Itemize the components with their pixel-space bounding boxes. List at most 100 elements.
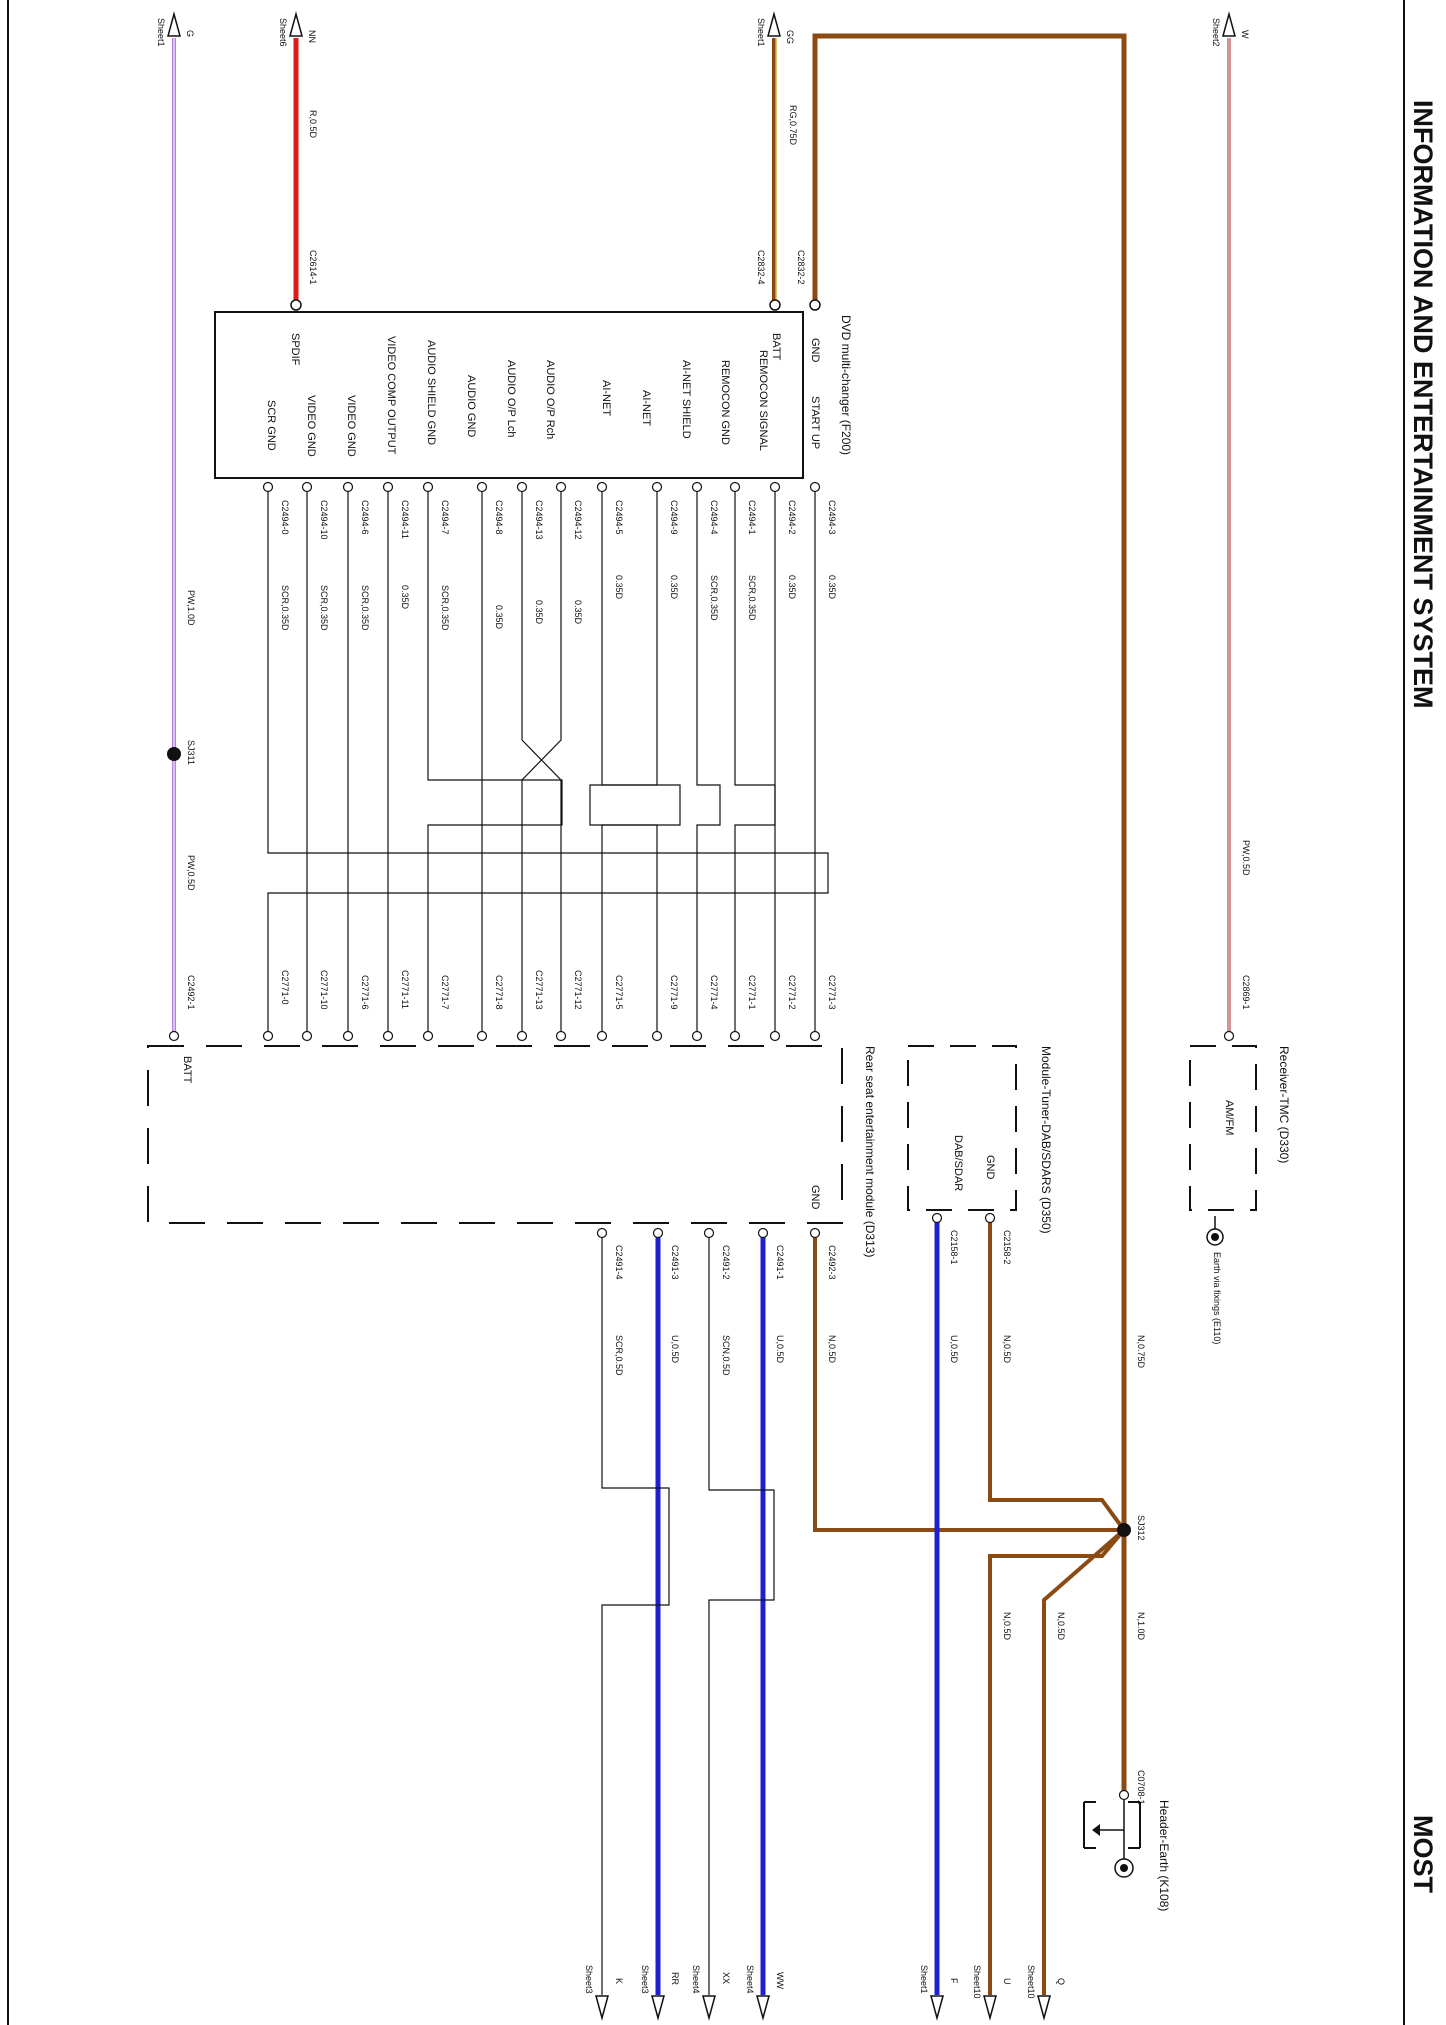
wire-spec-label: N,0.5D [1056,1612,1066,1641]
connector-label: C2771-9 [669,975,679,1010]
connector-label: C2494-4 [709,500,719,535]
connector-label: C2771-2 [787,975,797,1010]
dvd-pin-label: VIDEO COMP OUTPUT [385,336,397,455]
wire-spec-label: SCR,0.35D [709,575,719,621]
header-earth-pin [1118,1789,1130,1801]
arrow-code: K [614,1978,624,1984]
connector-label: C2494-13 [534,500,544,540]
arrow-code: F [949,1978,959,1984]
arrow-sheet: Sheet4 [745,1965,755,1994]
receiver-pin-label: AM/FM [1223,1100,1235,1135]
wire-spec-label: N,0.75D [1136,1335,1146,1369]
wire-spec-label: U,0.5D [775,1335,785,1364]
wire-spec-label: PW,0.5D [186,855,196,891]
connector-label: C2771-4 [709,975,719,1010]
receiver-name: Receiver-TMC (D330) [1277,1046,1291,1163]
arrow-sheet: Sheet4 [691,1965,701,1994]
connector-label: C2832-2 [796,250,806,285]
page-title: INFORMATION AND ENTERTAINMENT SYSTEM [1408,100,1438,708]
connector-label: C2771-5 [614,975,624,1010]
wire-spec-label: U,0.5D [949,1335,959,1364]
arrow-code: G [185,30,195,37]
wire-spec-label: SCR,0.35D [280,585,290,631]
tuner-pins [931,1212,996,1224]
dvd-pin-label: AUDIO O/P Rch [544,360,556,439]
receiver-box [1189,1045,1257,1211]
wire-spec-label: 0.35D [400,585,410,610]
wire-spec-label: RG,0.75D [788,105,798,146]
arrow-code: WW [775,1972,785,1989]
connector-label: C0708-1 [1136,1770,1146,1805]
connector-label: C2771-11 [400,970,410,1009]
splice-sj311 [167,747,181,761]
connector-label: C2491-4 [614,1245,624,1280]
dvd-pin-label: BATT [770,333,782,361]
top-arrow-nn [289,11,303,37]
wire-spec-label: N,0.5D [827,1335,837,1364]
arrow-code: Q [1056,1978,1066,1985]
dvd-top-pins [290,299,821,311]
connector-label: C2158-2 [1002,1230,1012,1265]
splice-label: SJ312 [1136,1515,1146,1541]
dvd-pin-label: AI-NET SHIELD [680,360,692,439]
earth-label: Earth via fixings (E110) [1212,1252,1222,1344]
wire-spec-label: 0.35D [669,575,679,600]
wire-spec-label: 0.35D [494,605,504,630]
splice-label: SJ311 [186,740,196,765]
connector-label: C2494-0 [280,500,290,535]
wire-spec-label: PW,0.5D [1241,840,1251,876]
arrow-code: XX [721,1972,731,1984]
dvd-pin-label: START UP [809,396,821,449]
rse-shield-wires [601,1235,775,1995]
connector-label: C2494-1 [747,500,757,535]
connector-label: C2494-11 [400,500,410,539]
connector-label: C2771-12 [573,970,583,1010]
dvd-pin-label: AI-NET [600,380,612,416]
wire-spec-label: 0.35D [573,600,583,625]
top-arrow-gg [767,11,781,37]
connector-label: C2771-10 [319,970,329,1010]
ground-branches [813,1218,1126,1995]
ground-trunk [812,33,1127,1795]
header-earth-icon [1092,1800,1134,1878]
dvd-signal-wires [267,487,829,1033]
dvd-right-pins [262,481,821,493]
wire-spec-label: 0.35D [534,600,544,625]
rse-name: Rear seat entertainment module (D313) [863,1046,877,1257]
connector-label: C2494-7 [440,500,450,535]
connector-label: C2614-1 [308,250,318,285]
wire-spec-label: 0.35D [787,575,797,600]
connector-label: C2771-6 [360,975,370,1010]
arrow-code: W [1240,30,1250,39]
tuner-box [907,1045,1017,1211]
dvd-pin-label: VIDEO GND [305,395,317,457]
tuner-pin-label: GND [984,1155,996,1180]
arrow-sheet: Sheet10 [972,1965,982,1999]
arrow-code: NN [307,30,317,43]
wire-spec-label: PW,1.0D [186,590,196,626]
connector-label: C2491-1 [775,1245,785,1280]
arrow-code: U [1002,1978,1012,1985]
arrow-code: RR [670,1972,680,1985]
top-arrow-w [1222,11,1236,37]
receiver-pin [1223,1030,1235,1042]
dvd-pin-label: REMOCON SIGNAL [757,350,769,451]
arrow-sheet: Sheet6 [278,18,288,47]
connector-label: C2494-2 [787,500,797,535]
connector-label: C2491-3 [670,1245,680,1280]
rse-box [147,1045,843,1224]
header-earth-name: Header-Earth (K108) [1157,1800,1171,1911]
top-arrow-g [167,11,181,37]
wire-spec-label: SCR,0.35D [360,585,370,631]
dvd-pin-label: AUDIO GND [465,375,477,437]
wire-spec-label: N,0.5D [1002,1612,1012,1641]
connector-label: C2494-5 [614,500,624,535]
tuner-name: Module-Tuner-DAB/SDARS (D350) [1039,1046,1053,1234]
connector-label: C2494-6 [360,500,370,535]
rse-bottom-pins [596,1227,821,1239]
connector-label: C2771-3 [827,975,837,1010]
dvd-pin-label: AI-NET [640,390,652,426]
rse-top-pins [168,1030,821,1042]
earth-icon [1206,1216,1224,1246]
